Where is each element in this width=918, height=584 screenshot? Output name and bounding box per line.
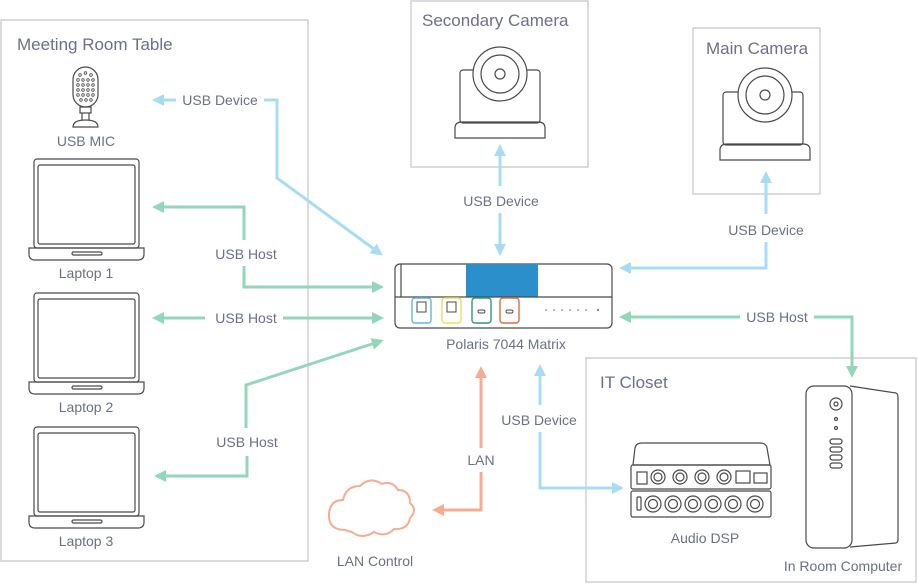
computer-tower-icon	[805, 385, 899, 549]
mic-connection-right	[264, 98, 383, 256]
main-camera-connection-bottom	[619, 242, 768, 274]
lan-connection-label: LAN	[467, 452, 494, 468]
secondary-camera-icon	[454, 46, 546, 139]
laptop-1-icon	[28, 158, 145, 261]
audio-dsp-icon	[630, 442, 772, 518]
microphone-icon	[72, 66, 99, 128]
laptop2-connection-label: USB Host	[215, 310, 277, 326]
laptop1-connection-top	[152, 201, 246, 240]
laptop1-connection-bottom	[242, 266, 384, 293]
meeting-room-title: Meeting Room Table	[17, 35, 173, 54]
laptop-3-icon	[28, 426, 145, 529]
polaris-matrix-icon	[394, 263, 613, 329]
main-camera-box	[692, 27, 821, 195]
matrix-display	[466, 264, 538, 297]
laptop-3-label: Laptop 3	[59, 533, 114, 549]
port-green	[471, 297, 492, 324]
lan-control-label: LAN Control	[337, 553, 413, 569]
laptop1-connection-label: USB Host	[215, 246, 277, 262]
matrix-label: Polaris 7044 Matrix	[446, 336, 566, 352]
audio-dsp-connection-label: USB Device	[501, 412, 577, 428]
laptop3-connection-bottom	[154, 456, 249, 482]
lan-connection-bottom	[432, 472, 483, 516]
audio-dsp-label: Audio DSP	[671, 530, 739, 546]
main-camera-title: Main Camera	[706, 39, 809, 58]
meeting-room-box	[0, 19, 309, 562]
port-orange	[499, 297, 520, 324]
it-closet-box	[585, 357, 917, 583]
secondary-camera-connection-label: USB Device	[463, 193, 539, 209]
laptop3-connection-top	[244, 338, 384, 428]
computer-connection-label: USB Host	[746, 309, 808, 325]
laptop-2-icon	[28, 292, 145, 395]
secondary-camera-title: Secondary Camera	[422, 11, 569, 30]
laptop-1-label: Laptop 1	[59, 265, 114, 281]
main-camera-icon	[719, 67, 811, 161]
cloud-icon	[327, 479, 415, 537]
usb-mic-label: USB MIC	[57, 133, 115, 149]
it-closet-title: IT Closet	[600, 373, 668, 392]
mic-connection-label: USB Device	[182, 92, 258, 108]
audio-dsp-connection-bottom	[538, 432, 624, 494]
in-room-computer-label: In Room Computer	[784, 558, 903, 574]
laptop3-connection-label: USB Host	[216, 434, 278, 450]
port-blue	[411, 297, 432, 324]
port-yellow	[441, 297, 462, 324]
laptop-2-label: Laptop 2	[59, 399, 114, 415]
computer-connection-right	[814, 315, 858, 378]
main-camera-connection-label: USB Device	[728, 222, 804, 238]
